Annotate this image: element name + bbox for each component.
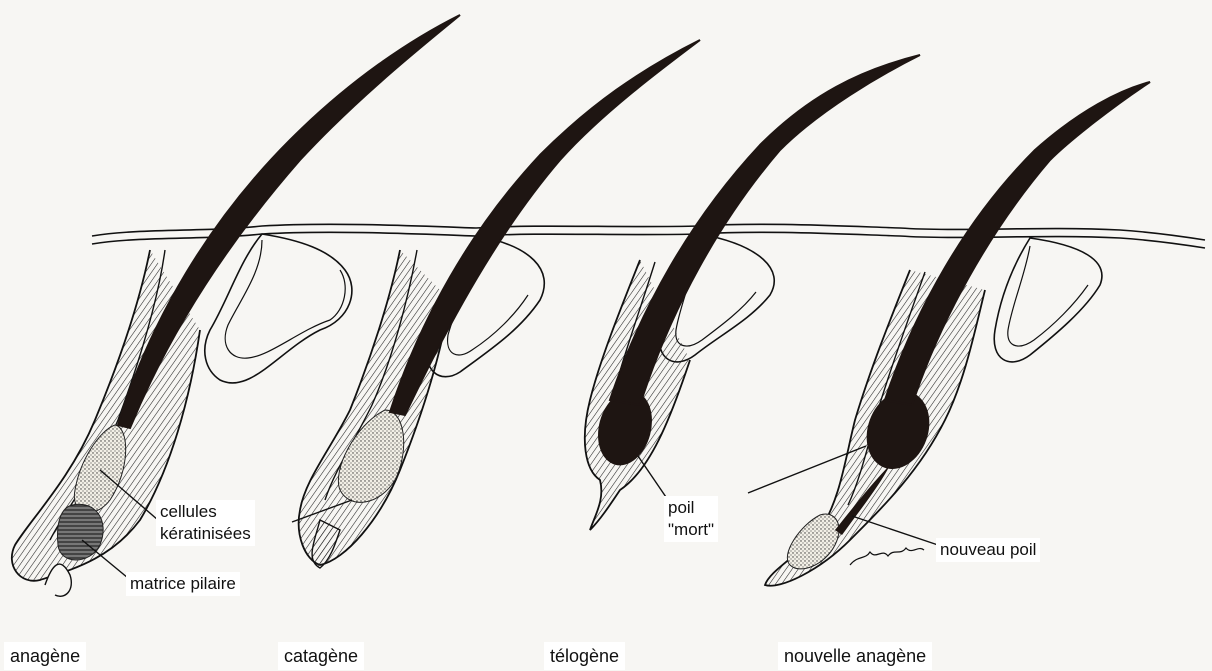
keratinized-cells-label-line2: kératinisées bbox=[160, 523, 251, 545]
hair-matrix-label: matrice pilaire bbox=[126, 572, 240, 596]
dead-hair-label-line2: "mort" bbox=[668, 519, 714, 541]
stage-label-catagen-text: catagène bbox=[284, 646, 358, 666]
new-hair-bulb bbox=[787, 514, 839, 569]
sebaceous-gland bbox=[205, 234, 352, 383]
stage-label-telogen: télogène bbox=[544, 642, 625, 670]
new-hair-label: nouveau poil bbox=[936, 538, 1040, 562]
new-hair-label-text: nouveau poil bbox=[940, 539, 1036, 561]
artist-signature bbox=[850, 548, 924, 565]
stage-label-telogen-text: télogène bbox=[550, 646, 619, 666]
keratinized-cells-label-line1: cellules bbox=[160, 501, 251, 523]
stage-label-new-anagen: nouvelle anagène bbox=[778, 642, 932, 670]
hair-shaft bbox=[885, 82, 1150, 405]
keratinized-cells-label: cellules kératinisées bbox=[156, 500, 255, 546]
hair-shaft bbox=[610, 55, 920, 405]
stage-label-anagen-text: anagène bbox=[10, 646, 80, 666]
stage-label-catagen: catagène bbox=[278, 642, 364, 670]
stage-label-anagen: anagène bbox=[4, 642, 86, 670]
follicle-new-anagen bbox=[765, 82, 1150, 586]
hair-matrix-label-text: matrice pilaire bbox=[130, 573, 236, 595]
stage-label-new-anagen-text: nouvelle anagène bbox=[784, 646, 926, 666]
outer-root-sheath bbox=[299, 250, 450, 565]
dead-hair-label-line1: poil bbox=[668, 497, 714, 519]
skin-surface bbox=[92, 224, 1205, 248]
dead-hair-label: poil "mort" bbox=[664, 496, 718, 542]
